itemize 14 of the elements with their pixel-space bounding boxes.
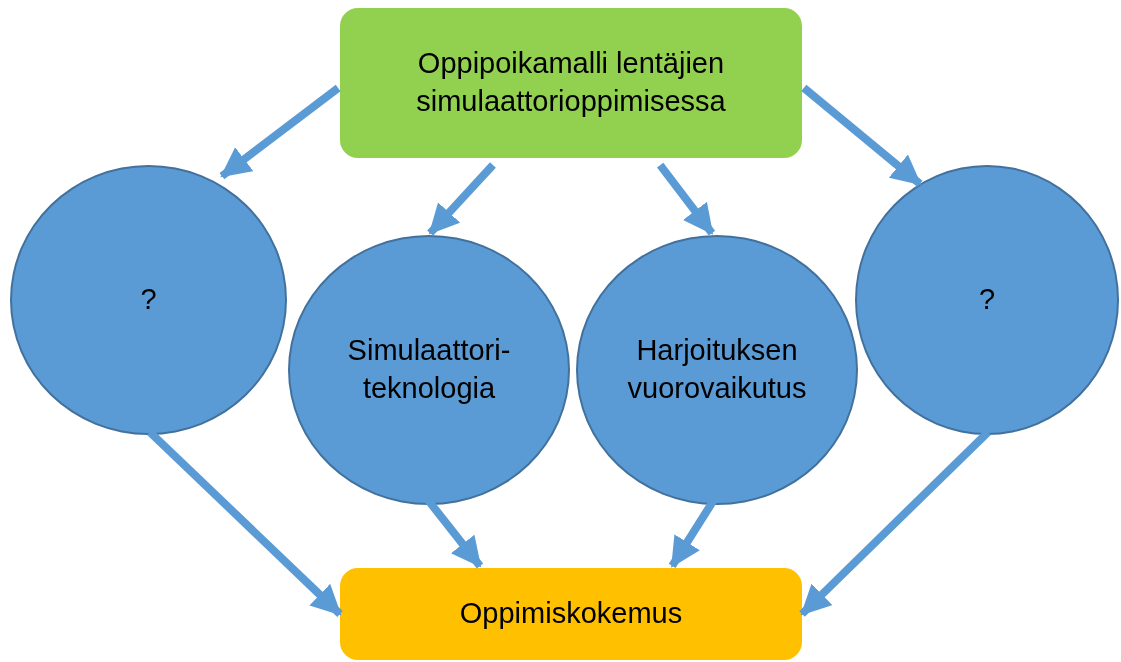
node-label: ?	[978, 282, 996, 318]
arrow	[427, 162, 496, 236]
arrow	[219, 84, 341, 180]
node-label: Oppipoikamalli lentäjien simulaattorioppimisessa	[415, 46, 727, 119]
process-box	[340, 568, 802, 660]
arrow	[801, 84, 923, 187]
node-label: Harjoituksen vuorovaikutus	[626, 333, 808, 406]
process-box	[340, 8, 802, 158]
node-label: Simulaattori-teknologia	[346, 333, 512, 406]
arrow	[799, 429, 991, 617]
arrow	[147, 429, 343, 617]
node-label: ?	[140, 282, 157, 318]
arrow	[657, 162, 716, 236]
node-label: Oppimiskokemus	[459, 596, 683, 632]
